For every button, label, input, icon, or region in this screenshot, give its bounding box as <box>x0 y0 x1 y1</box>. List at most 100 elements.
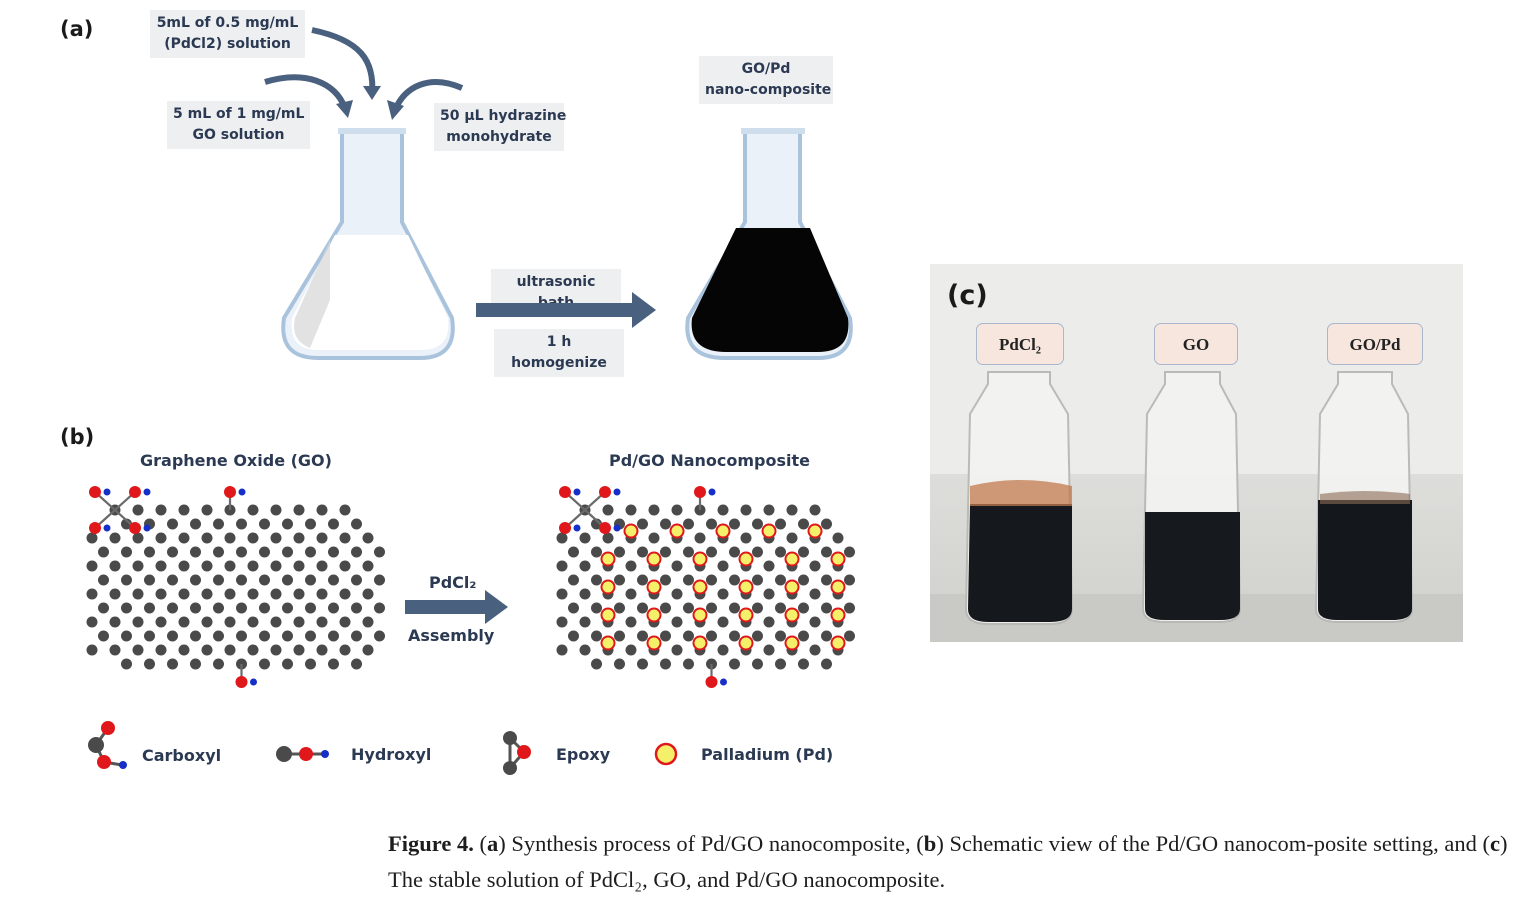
caption-letter-a: a <box>486 831 499 856</box>
carbon-atom <box>132 644 144 656</box>
carbon-atom <box>236 546 247 558</box>
carbon-atom <box>121 630 132 642</box>
carbon-atom <box>579 588 591 600</box>
panel-a-diagram <box>264 27 853 360</box>
carbon-atom <box>809 644 821 656</box>
carbon-atom <box>809 616 821 628</box>
carbon-atom <box>351 658 362 670</box>
carbon-atom <box>579 616 591 628</box>
carbon-atom <box>706 630 717 642</box>
carbon-atom <box>717 588 729 600</box>
oxygen-atom <box>705 676 718 688</box>
oxygen-atom <box>599 486 611 498</box>
carbon-atom <box>201 644 213 656</box>
carbon-atom <box>648 504 660 516</box>
carbon-atom <box>339 616 351 628</box>
go-curved-arrow <box>264 74 348 110</box>
carbon-atom <box>328 658 339 670</box>
go-input-label: 5 mL of 1 mg/mL GO solution <box>167 101 310 149</box>
carbon-atom <box>270 532 282 544</box>
carbon-atom <box>339 504 351 516</box>
carbon-atom <box>763 588 775 600</box>
carbon-atom <box>167 518 178 530</box>
carbon-atom <box>293 616 305 628</box>
carbon-atom <box>637 574 648 586</box>
hydrogen-atom <box>613 524 621 532</box>
carbon-atom <box>109 616 121 628</box>
carbon-atom <box>144 658 155 670</box>
carbon-atom <box>556 532 568 544</box>
figure-label: Figure 4. <box>388 831 474 856</box>
vials-drawing <box>930 264 1463 642</box>
hydrogen-atom <box>613 488 621 496</box>
carbon-atom <box>132 560 144 572</box>
carbon-atom <box>328 602 339 614</box>
carbon-atom <box>660 546 671 558</box>
carbon-atom <box>213 546 224 558</box>
carbon-atom <box>832 532 844 544</box>
carbon-atom <box>614 574 625 586</box>
palladium-atom <box>761 523 777 539</box>
carbon-atom <box>167 630 178 642</box>
palladium-atom <box>600 579 616 595</box>
carbon-atom <box>98 574 109 586</box>
palladium-atom <box>784 551 800 567</box>
carbon-atom <box>671 644 683 656</box>
carbon-atom <box>821 518 832 530</box>
palladium-atom <box>715 523 731 539</box>
go-vial <box>1141 371 1242 623</box>
carbon-atom <box>683 602 694 614</box>
carbon-atom <box>155 532 167 544</box>
carbon-atom <box>121 574 132 586</box>
step-homogenize-label: 1 h homogenize <box>494 329 624 377</box>
carbon-atom <box>579 644 591 656</box>
carbon-atom <box>671 560 683 572</box>
carbon-atom <box>821 602 832 614</box>
carbon-atom <box>144 630 155 642</box>
carbon-atom <box>752 546 763 558</box>
carbon-atom <box>282 546 293 558</box>
carbon-atom <box>305 630 316 642</box>
assembly-arrow <box>405 590 508 624</box>
palladium-atom <box>646 607 662 623</box>
carbon-atom <box>729 574 740 586</box>
carbon-atom <box>568 602 579 614</box>
carbon-atom <box>671 616 683 628</box>
carbon-atom <box>213 658 224 670</box>
carbon-atom <box>213 518 224 530</box>
palladium-atom <box>646 551 662 567</box>
carbon-atom <box>374 602 385 614</box>
oxygen-atom <box>129 522 141 534</box>
process-arrow <box>476 292 656 328</box>
carbon-atom <box>190 518 201 530</box>
carbon-atom <box>637 658 648 670</box>
palladium-atom <box>738 579 754 595</box>
carbon-atom <box>259 546 270 558</box>
carbon-atom <box>752 602 763 614</box>
carbon-atom <box>602 504 614 516</box>
carbon-atom <box>316 532 328 544</box>
legend-epoxy-label: Epoxy <box>556 745 611 764</box>
carbon-atom <box>752 574 763 586</box>
carbon-atom <box>224 532 236 544</box>
carbon-atom <box>798 546 809 558</box>
carbon-atom <box>167 574 178 586</box>
palladium-atom <box>623 523 639 539</box>
palladium-atom <box>692 607 708 623</box>
carbon-atom <box>328 518 339 530</box>
carbon-atom <box>282 658 293 670</box>
carbon-atom <box>844 574 855 586</box>
carbon-atom <box>660 518 671 530</box>
carbon-atom <box>109 560 121 572</box>
carbon-atom <box>190 630 201 642</box>
carbon-atom <box>155 560 167 572</box>
hydrazine-curved-arrow <box>392 79 464 112</box>
carbon-atom <box>259 658 270 670</box>
carbon-atom <box>556 588 568 600</box>
carbon-atom <box>740 532 752 544</box>
carbon-atom <box>763 616 775 628</box>
carbon-atom <box>809 504 821 516</box>
carbon-atom <box>190 658 201 670</box>
carbon-atom <box>775 658 786 670</box>
legend-carboxyl-label: Carboxyl <box>142 746 222 765</box>
